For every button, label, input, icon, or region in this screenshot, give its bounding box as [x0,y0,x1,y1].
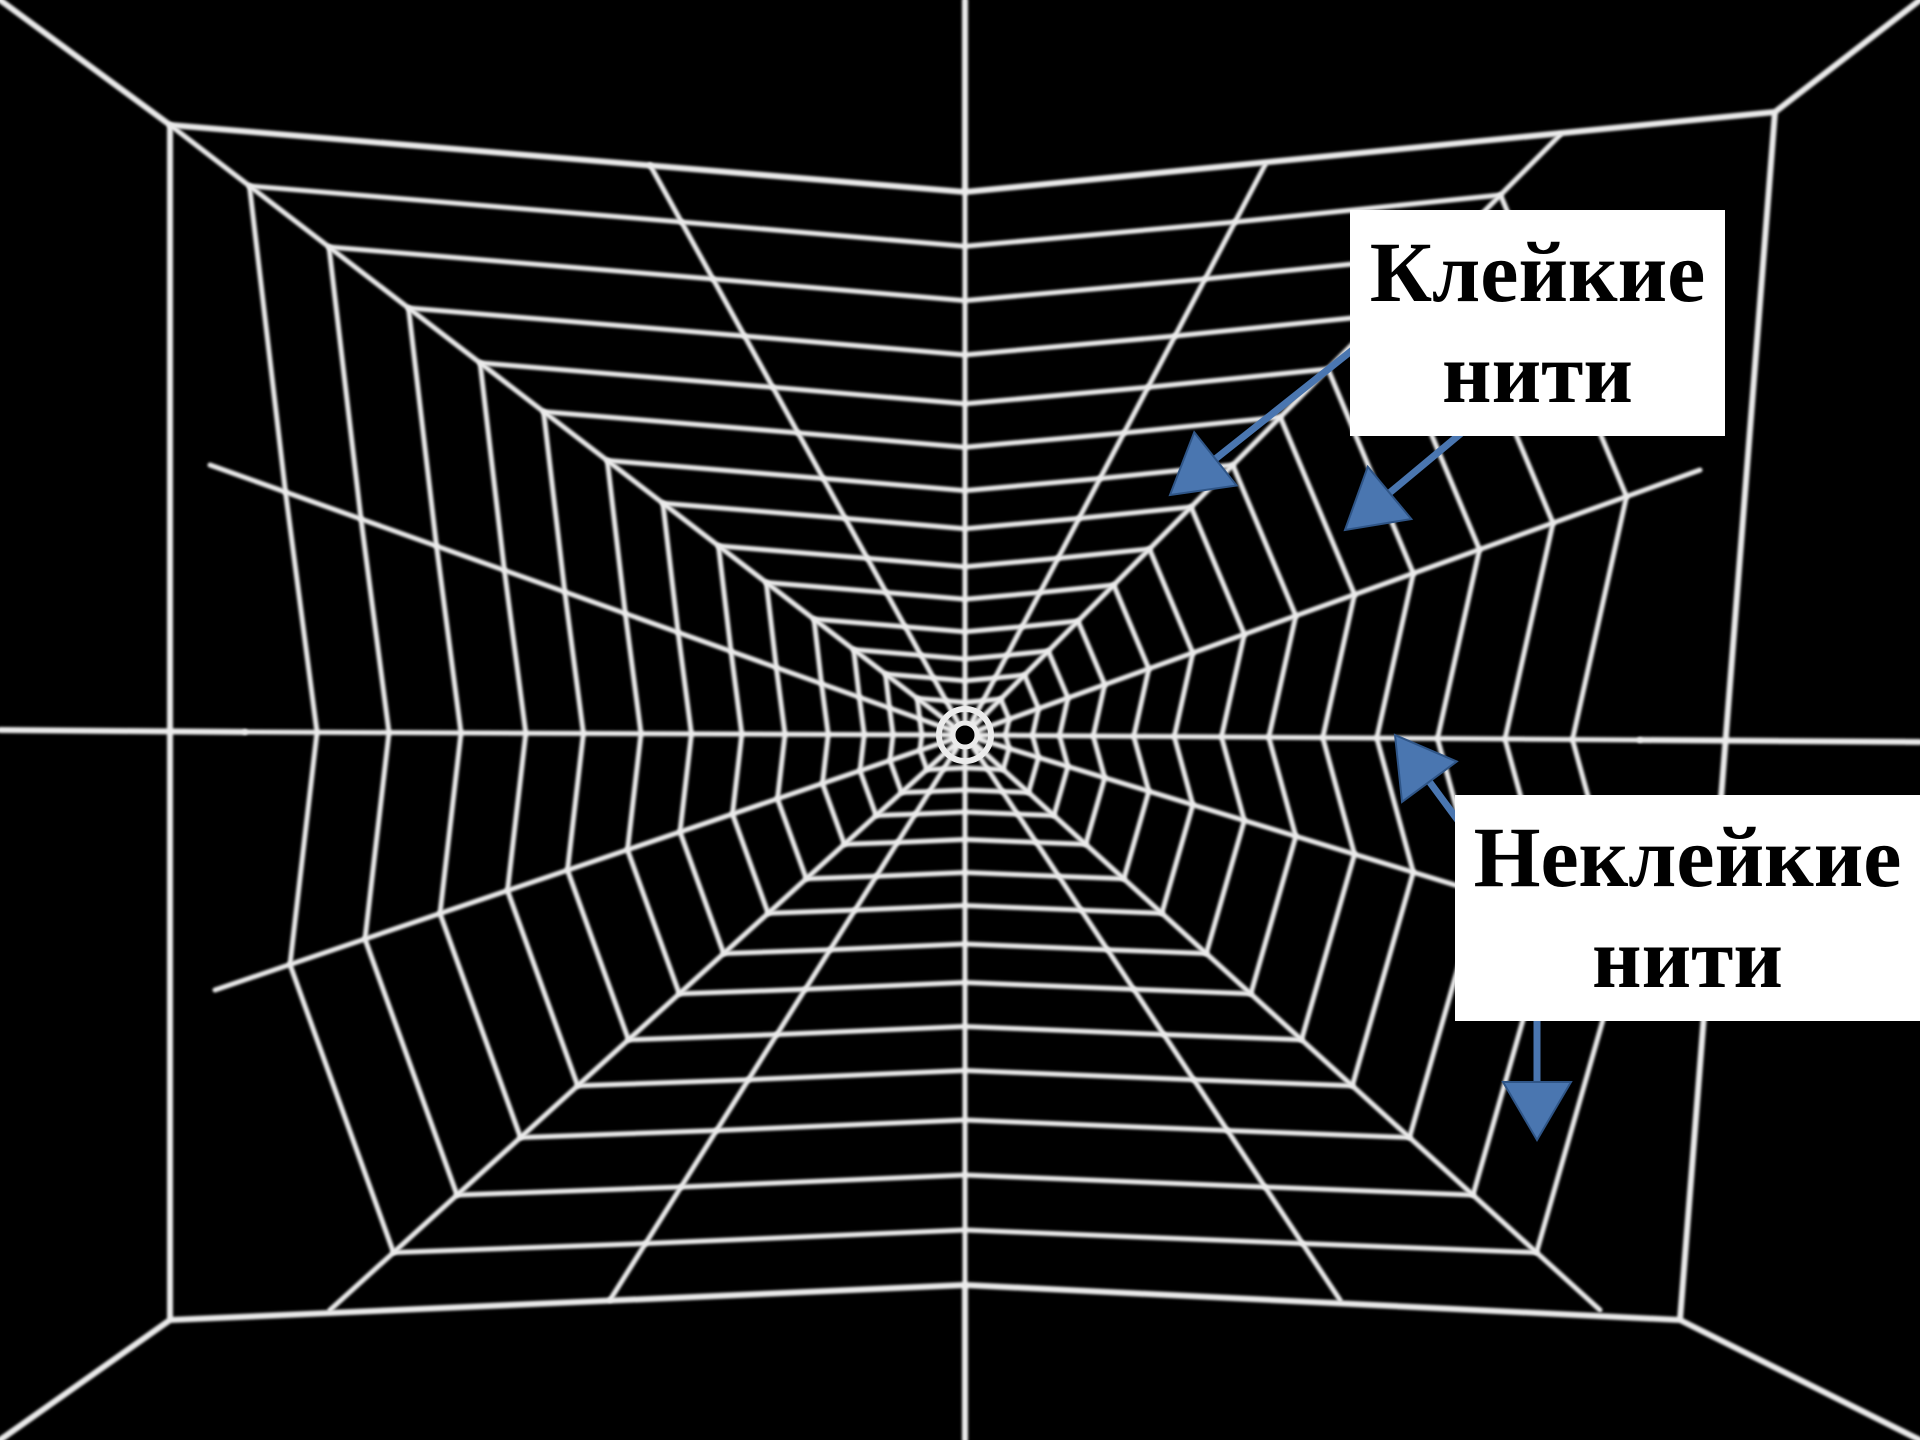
nonsticky-arrow-down [1503,1020,1571,1140]
radial-thread [245,732,965,735]
sticky-label-line-1: Клейкие [1370,222,1706,323]
sticky-arrow-right [1345,430,1465,530]
radial-thread [330,735,965,1310]
anchor-thread [0,730,245,732]
sticky-arrow-left [1170,340,1365,495]
nonsticky-label-line-1: Неклейкие [1474,807,1902,908]
arrow-head [1503,1082,1571,1140]
nonsticky-threads-label: Неклейкие нити [1455,795,1920,1021]
radial-thread [965,165,1265,735]
radial-thread [215,735,965,990]
anchor-thread [1775,0,1920,112]
anchor-thread [1640,740,1920,742]
anchor-thread [0,0,170,125]
radial-thread [650,165,965,735]
arrow-head [1345,467,1411,530]
anchor-thread [0,1320,170,1440]
hub-center [953,723,977,747]
nonsticky-label-line-2: нити [1592,908,1783,1009]
radial-thread [210,465,965,735]
sticky-label-line-2: нити [1442,323,1633,424]
radial-thread [170,125,965,735]
sticky-threads-label: Клейкие нити [1350,210,1725,436]
anchor-thread [1680,1320,1920,1440]
radial-thread [965,735,1340,1300]
radial-thread [965,735,1640,740]
arrow-head [1395,735,1457,802]
